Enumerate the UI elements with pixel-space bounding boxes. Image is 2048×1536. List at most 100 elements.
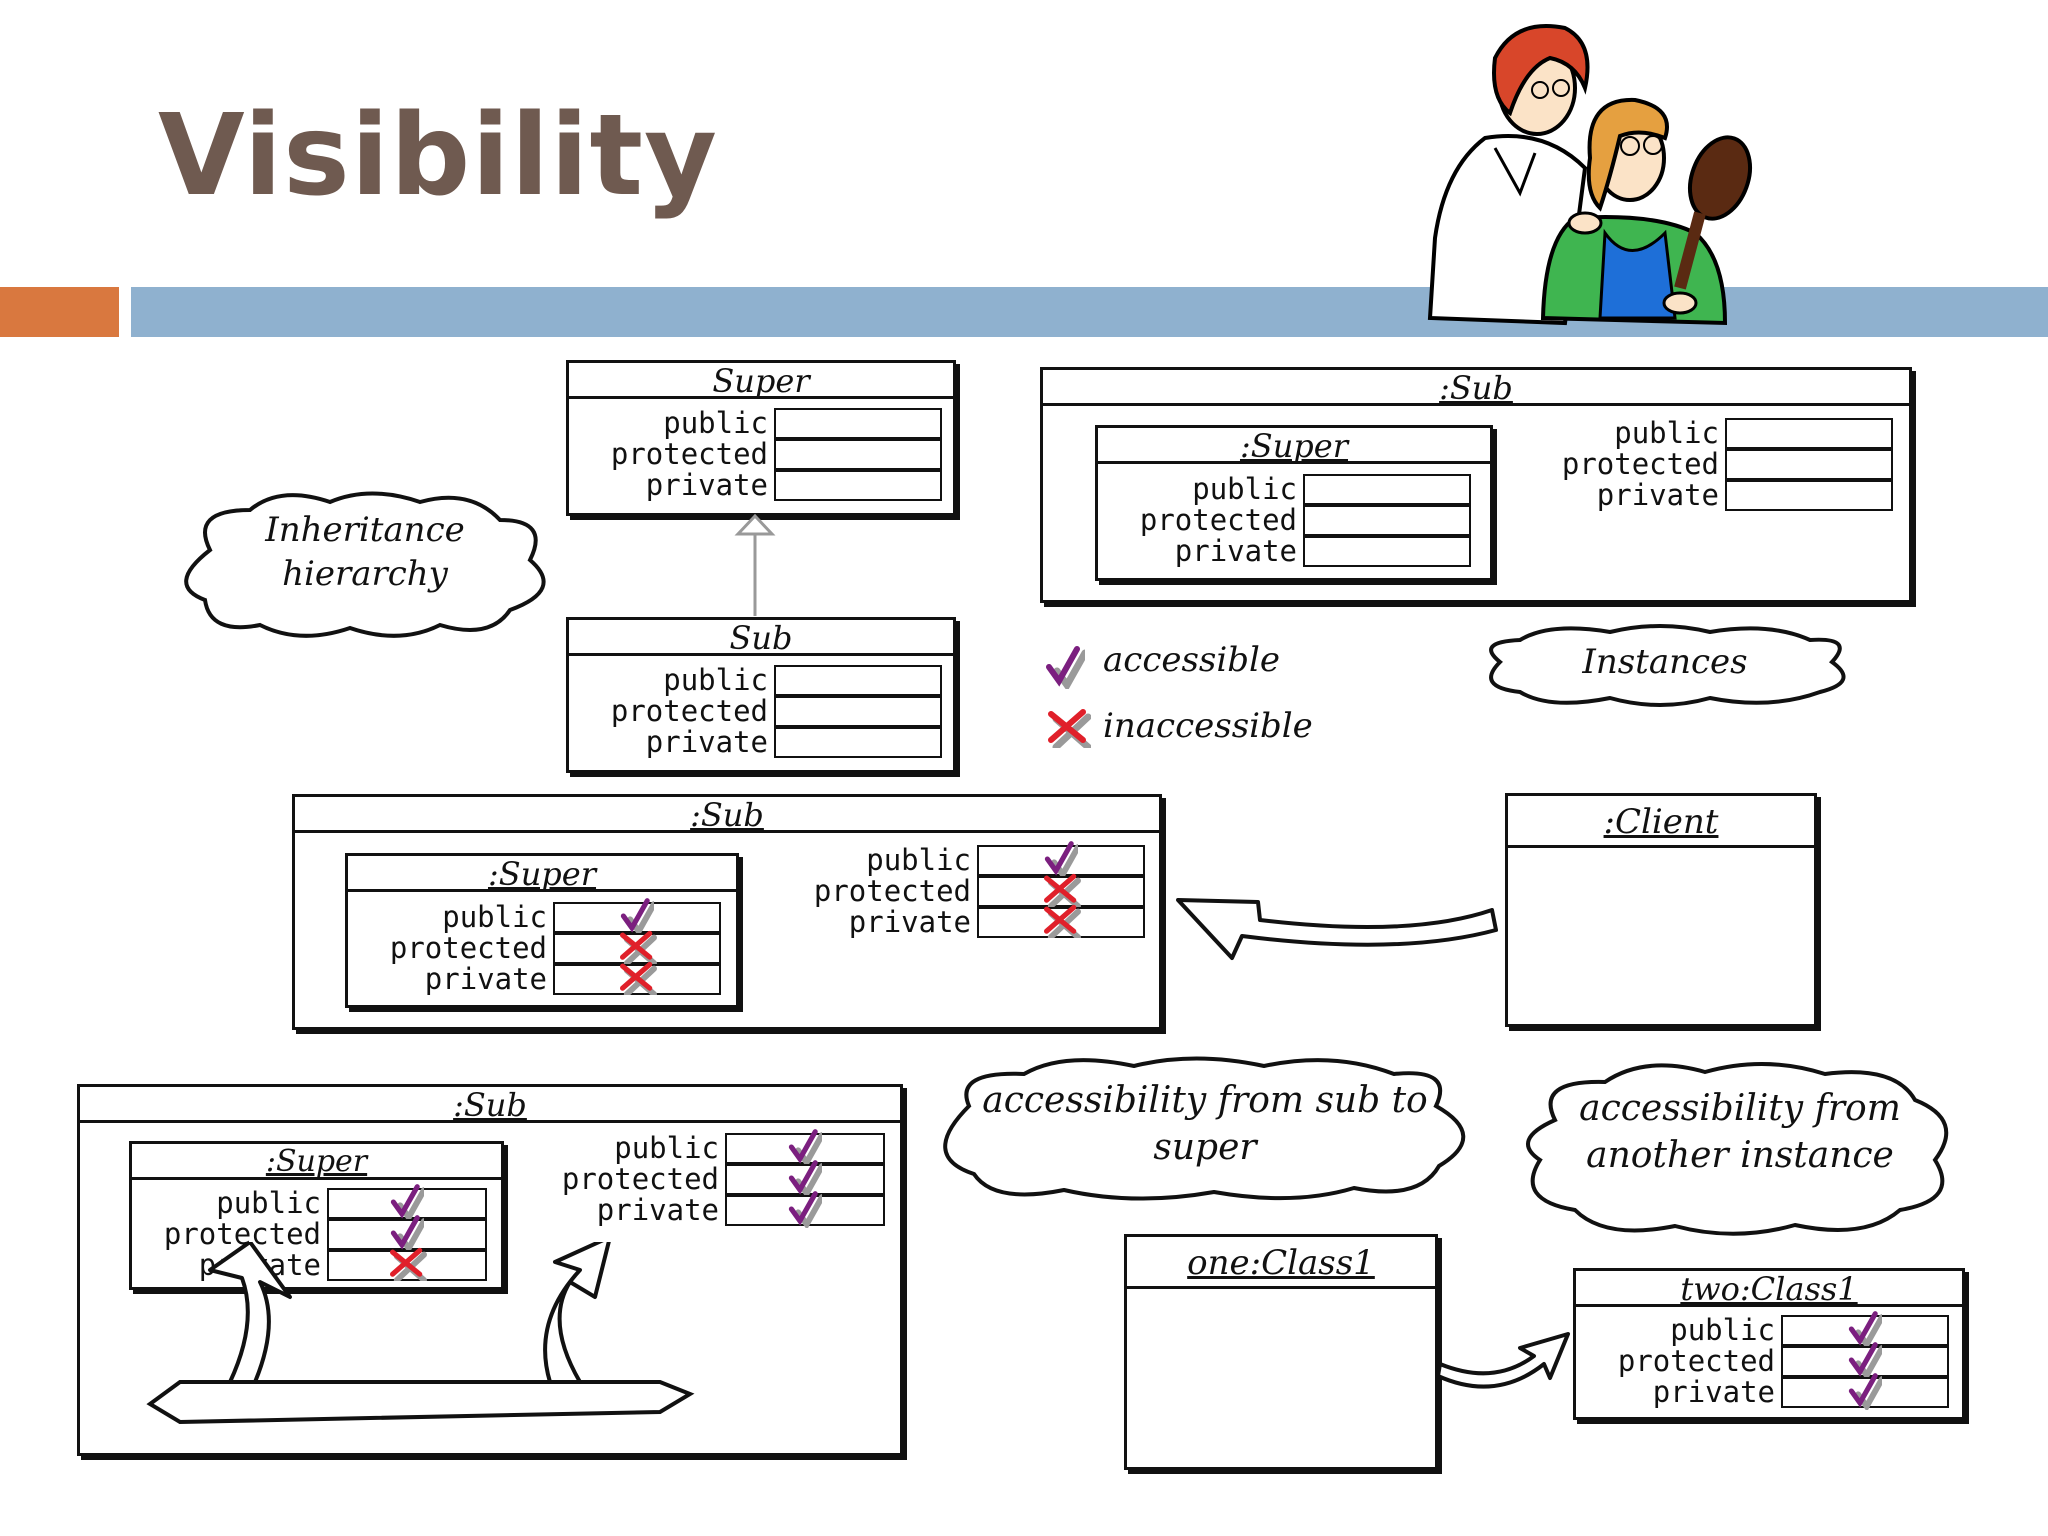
access-mark [387, 1247, 427, 1285]
member-row-private: private [425, 961, 721, 997]
access-cell [1303, 474, 1471, 505]
cross-icon [620, 930, 657, 966]
curved-arrow-icon [1436, 1332, 1570, 1389]
access-mark [788, 1159, 825, 1201]
access-cell [977, 840, 1145, 880]
member-rows: public protected private [814, 840, 1145, 940]
instance-box-sub-self-example: :Sub :Super public protected private pub… [77, 1084, 903, 1456]
access-cell [1303, 536, 1471, 567]
access-mark [788, 1190, 825, 1232]
row-label: public [614, 1131, 719, 1165]
legend-cross-icon [1045, 708, 1092, 751]
access-cell [553, 897, 721, 937]
instance-title: :Super [348, 856, 736, 892]
access-cell [1725, 418, 1893, 449]
row-label: protected [1139, 503, 1297, 537]
cloud-text-instances: Instances [1582, 642, 1748, 682]
member-row-public: public [216, 1183, 487, 1223]
access-cell [774, 727, 942, 758]
access-cell [1725, 449, 1893, 480]
title-accent-bar-blue [131, 287, 2048, 337]
check-icon [1044, 840, 1081, 880]
access-cell [774, 408, 942, 439]
access-cell [553, 930, 721, 966]
generalization-arrow-icon [734, 514, 776, 616]
access-cell [327, 1183, 487, 1223]
legend-accessible: accessible [1103, 640, 1281, 680]
instance-box-sub-top: :Sub :Super public protected private pub… [1040, 367, 1912, 603]
class-box-super: Super public protected private [566, 360, 956, 516]
member-row-public: public [866, 840, 1145, 880]
member-row-public: public [1192, 472, 1471, 506]
member-row-protected: protected [390, 930, 721, 966]
access-mark [617, 961, 657, 999]
instance-box-super-inner: :Super public protected private [1095, 425, 1493, 581]
instance-title: :Sub [295, 797, 1159, 833]
row-label: public [663, 663, 768, 697]
instance-title: :Sub [80, 1087, 900, 1123]
member-rows: public protected private [390, 897, 721, 997]
member-row-protected: protected [1618, 1341, 1949, 1381]
cloud-shape-inheritance [184, 491, 546, 638]
row-label: private [1596, 478, 1719, 512]
member-row-public: public [1670, 1310, 1949, 1350]
access-mark [390, 1214, 427, 1256]
row-label: public [1614, 416, 1719, 450]
member-rows: public protected private [1140, 472, 1471, 568]
access-cell [774, 665, 942, 696]
row-label: public [1670, 1313, 1775, 1347]
member-rows: public protected private [1562, 416, 1893, 512]
instance-box-two-class1: two:Class1 public protected private [1573, 1268, 1965, 1420]
cloud-shape-another-instance [1526, 1062, 1949, 1236]
instance-title: :Sub [1043, 370, 1909, 406]
row-label: public [866, 843, 971, 877]
member-row-private: private [1597, 478, 1893, 512]
row-label: private [645, 725, 768, 759]
member-row-protected: protected [814, 873, 1145, 909]
instance-box-super-inner: :Super public protected private [345, 853, 739, 1008]
access-cell [1725, 480, 1893, 511]
member-row-public: public [663, 406, 942, 440]
member-rows: public protected private [562, 1128, 885, 1230]
check-icon [1848, 1341, 1885, 1381]
access-cell [725, 1159, 885, 1199]
row-label: private [1174, 534, 1297, 568]
check-icon [1848, 1310, 1885, 1350]
cloud-text-inheritance: Inheritance hierarchy [265, 510, 465, 595]
row-label: protected [1561, 447, 1719, 481]
cross-icon [620, 961, 657, 997]
member-row-protected: protected [611, 437, 942, 471]
access-cell [327, 1247, 487, 1283]
access-cell [977, 904, 1145, 940]
access-cell [1781, 1310, 1949, 1350]
member-rows: public protected private [611, 406, 942, 502]
access-cell [725, 1128, 885, 1168]
row-label: public [1192, 472, 1297, 506]
check-icon [390, 1214, 427, 1254]
access-cell [774, 696, 942, 727]
member-row-private: private [597, 1190, 885, 1230]
class-title: Sub [569, 620, 953, 656]
instance-box-one-class1: one:Class1 [1124, 1234, 1438, 1470]
row-label: private [596, 1193, 719, 1227]
instance-title: two:Class1 [1576, 1271, 1962, 1307]
row-label: protected [813, 874, 971, 908]
access-mark [390, 1183, 427, 1225]
cloud-shape-sub-to-super [943, 1056, 1466, 1201]
access-cell [1781, 1372, 1949, 1412]
access-cell [774, 470, 942, 501]
member-row-protected: protected [164, 1214, 487, 1254]
access-cell [553, 961, 721, 997]
row-label: private [424, 962, 547, 996]
row-label: protected [610, 694, 768, 728]
access-cell [1303, 505, 1471, 536]
member-rows: public protected private [1618, 1310, 1949, 1412]
teacher-student-clipart [1427, 24, 1752, 326]
access-mark [1848, 1372, 1885, 1414]
access-cell [327, 1214, 487, 1254]
access-mark [1848, 1310, 1885, 1352]
row-label: public [216, 1186, 321, 1220]
member-row-public: public [614, 1128, 885, 1168]
access-mark [620, 897, 657, 939]
member-row-private: private [849, 904, 1145, 940]
